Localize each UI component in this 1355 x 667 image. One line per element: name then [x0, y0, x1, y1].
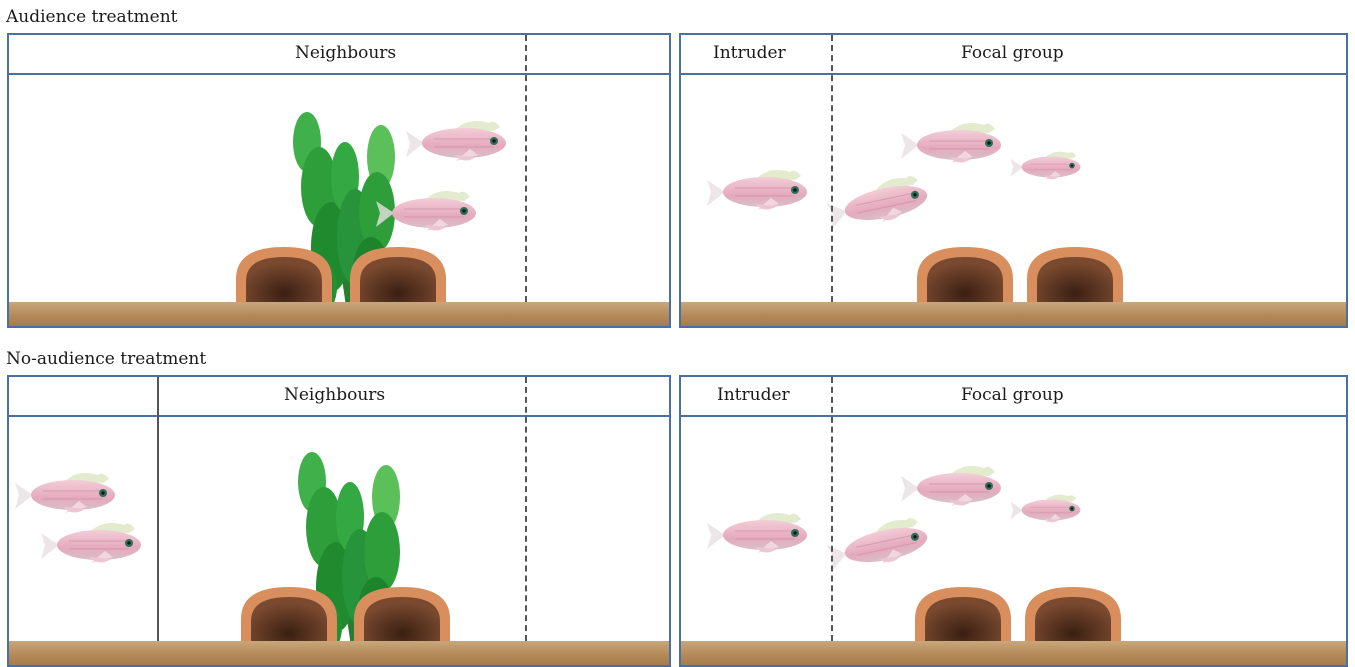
- focal-scene: [681, 35, 1348, 328]
- transparent-partition-dashed: [831, 35, 833, 302]
- transparent-partition-dashed: [525, 377, 527, 641]
- sand-substrate: [9, 641, 669, 665]
- fish-icon: [1010, 152, 1080, 180]
- fish-icon: [406, 121, 506, 161]
- opaque-partition: [157, 377, 159, 665]
- clay-pot-icon: [915, 587, 1011, 649]
- sand-substrate: [9, 302, 669, 326]
- fish-icon: [41, 523, 141, 563]
- fish-icon: [825, 173, 931, 233]
- clay-pot-icon: [236, 247, 332, 309]
- fish-icon: [707, 170, 807, 210]
- clay-pot-icon: [917, 247, 1013, 309]
- fish-icon: [901, 466, 1001, 506]
- sand-substrate: [681, 641, 1346, 665]
- transparent-partition-dashed: [525, 35, 527, 302]
- audience-treatment-title: Audience treatment: [6, 7, 178, 27]
- focal-scene: [681, 377, 1348, 667]
- fish-icon: [707, 513, 807, 553]
- no-audience-treatment-title: No-audience treatment: [6, 349, 206, 369]
- audience-focal-tank: Intruder Focal group: [679, 33, 1348, 328]
- fish-icon: [825, 515, 931, 575]
- fish-icon: [15, 473, 115, 513]
- neighbours-scene: [9, 35, 671, 328]
- clay-pot-icon: [241, 587, 337, 649]
- clay-pot-icon: [354, 587, 450, 649]
- no-audience-neighbours-tank: Neighbours: [7, 375, 671, 667]
- fish-icon: [901, 123, 1001, 163]
- clay-pot-icon: [1025, 587, 1121, 649]
- clay-pot-icon: [1027, 247, 1123, 309]
- neighbours-scene: [9, 377, 671, 667]
- fish-icon: [1010, 495, 1080, 523]
- sand-substrate: [681, 302, 1346, 326]
- audience-neighbours-tank: Neighbours: [7, 33, 671, 328]
- transparent-partition-dashed: [831, 377, 833, 641]
- clay-pot-icon: [350, 247, 446, 309]
- no-audience-focal-tank: Intruder Focal group: [679, 375, 1348, 667]
